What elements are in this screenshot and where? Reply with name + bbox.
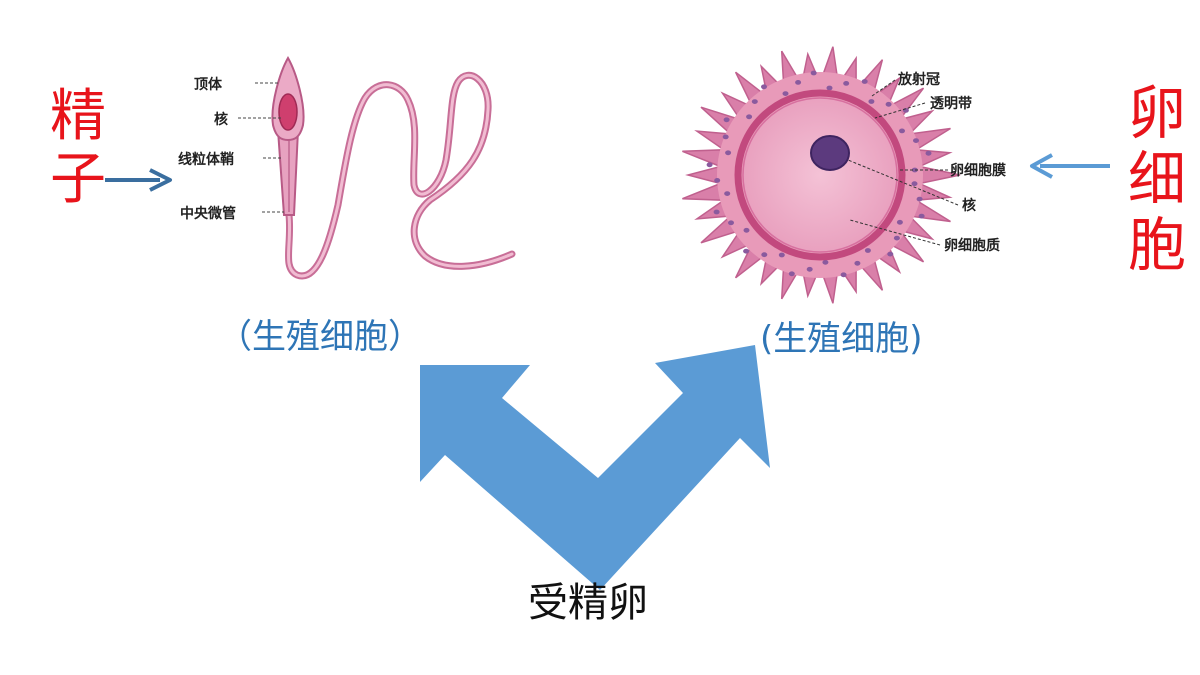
sperm-title-2: 子 — [50, 147, 106, 212]
egg-illustration: 放射冠 透明带 卵细胞膜 核 卵细胞质 — [682, 46, 1006, 304]
leader-cytoplasm — [849, 219, 941, 246]
egg-cytoplasm — [742, 97, 898, 253]
label-cell-membrane: 卵细胞膜 — [950, 162, 1006, 179]
corona-cell-dot — [916, 196, 923, 202]
corona-cell-dot — [826, 85, 833, 91]
egg-title-1: 卵 — [1128, 79, 1186, 147]
sperm-midpiece — [276, 129, 300, 216]
corona-cell-dot — [725, 150, 732, 156]
corona-cell-dot — [911, 167, 918, 173]
corona-cell-dot — [723, 117, 730, 123]
corona-cell-dot — [724, 191, 731, 197]
corona-cell-dot — [746, 114, 753, 120]
corona-cell-dot — [722, 134, 729, 140]
sperm-title-1: 精 — [50, 84, 106, 149]
corona-cell-dot — [713, 209, 720, 215]
sperm-illustration: 顶体 核 线粒体鞘 中央微管 — [178, 55, 516, 280]
sperm-nucleus — [278, 93, 298, 131]
corona-cell-dot — [861, 79, 868, 84]
label-zona-pellucida: 透明带 — [930, 96, 972, 112]
sperm-pointer-arrow — [105, 168, 172, 192]
egg-caption: (生殖细胞) — [760, 319, 923, 359]
corona-cell-dot — [925, 150, 932, 156]
sperm-tail-inner — [286, 73, 514, 278]
corona-cell-dot — [893, 235, 900, 241]
corona-cell-dot — [902, 108, 909, 113]
corona-cell-dot — [913, 138, 919, 144]
label-sperm-nucleus: 核 — [214, 111, 228, 128]
corona-cells — [706, 70, 932, 278]
corona-cell-dot — [761, 252, 768, 258]
fusion-v-arrow — [420, 345, 770, 590]
corona-cell-dot — [854, 260, 861, 266]
egg-title-3: 胞 — [1128, 211, 1186, 279]
corona-cell-dot — [714, 178, 721, 183]
leader-zona — [874, 102, 926, 119]
corona-cell-dot — [896, 219, 903, 225]
corona-cell-dot — [887, 251, 894, 257]
egg-zona-pellucida — [734, 89, 906, 261]
sperm-tail — [284, 71, 516, 280]
label-cytoplasm: 卵细胞质 — [944, 237, 1000, 254]
corona-cell-dot — [911, 181, 918, 187]
corona-cell-dot — [751, 99, 758, 104]
sperm-caption: （生殖细胞） — [218, 317, 422, 357]
corona-cell-dot — [868, 99, 875, 104]
corona-cell-dot — [806, 266, 813, 272]
corona-cell-dot — [788, 271, 795, 277]
corona-cell-dot — [840, 272, 847, 278]
corona-cell-dot — [778, 252, 785, 258]
corona-cell-dot — [822, 259, 829, 265]
corona-cell-dot — [885, 101, 892, 107]
corona-cell-dot — [728, 220, 734, 226]
corona-cell-dot — [899, 128, 905, 134]
corona-cell-dot — [810, 70, 817, 76]
corona-cell-dot — [864, 248, 871, 253]
corona-cell-dot — [843, 81, 850, 86]
corona-cell-dot — [743, 227, 750, 233]
corona-cell-dot — [743, 248, 750, 254]
label-acrosome: 顶体 — [194, 76, 223, 93]
label-central-microtubule: 中央微管 — [180, 205, 236, 222]
egg-nucleus — [810, 135, 850, 171]
corona-cell-dot — [706, 162, 713, 168]
zygote-label: 受精卵 — [528, 580, 648, 626]
label-corona-radiata: 放射冠 — [897, 71, 940, 88]
corona-cell-dot — [795, 80, 802, 85]
corona-cell-dot — [761, 84, 767, 90]
label-mitochondrial-sheath: 线粒体鞘 — [178, 151, 234, 168]
egg-pointer-arrow — [1030, 153, 1110, 179]
egg-title-2: 细 — [1128, 145, 1186, 213]
corona-cell-dot — [782, 91, 789, 96]
corona-cell-dot — [918, 213, 925, 219]
label-egg-nucleus: 核 — [962, 197, 976, 214]
